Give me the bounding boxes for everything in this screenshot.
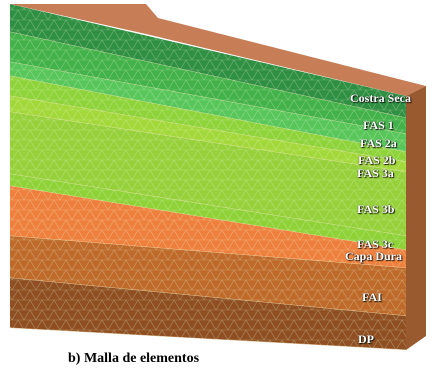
label-fas-2a: FAS 2a bbox=[360, 136, 397, 150]
label-dp: DP bbox=[358, 332, 374, 346]
label-fas-3b: FAS 3b bbox=[357, 202, 395, 216]
label-capa-dura: Capa Dura bbox=[345, 249, 403, 263]
label-fas-2b: FAS 2b bbox=[358, 153, 396, 167]
label-costra-seca: Costra Seca bbox=[350, 91, 411, 105]
label-fai: FAI bbox=[362, 290, 382, 304]
label-fas-1: FAS 1 bbox=[363, 118, 394, 132]
model-side-face bbox=[406, 86, 426, 350]
label-fas-3c: FAS 3c bbox=[357, 237, 394, 251]
model-top-surface bbox=[10, 4, 426, 96]
label-fas-3a: FAS 3a bbox=[357, 166, 394, 180]
figure-caption: b) Malla de elementos bbox=[68, 351, 200, 366]
